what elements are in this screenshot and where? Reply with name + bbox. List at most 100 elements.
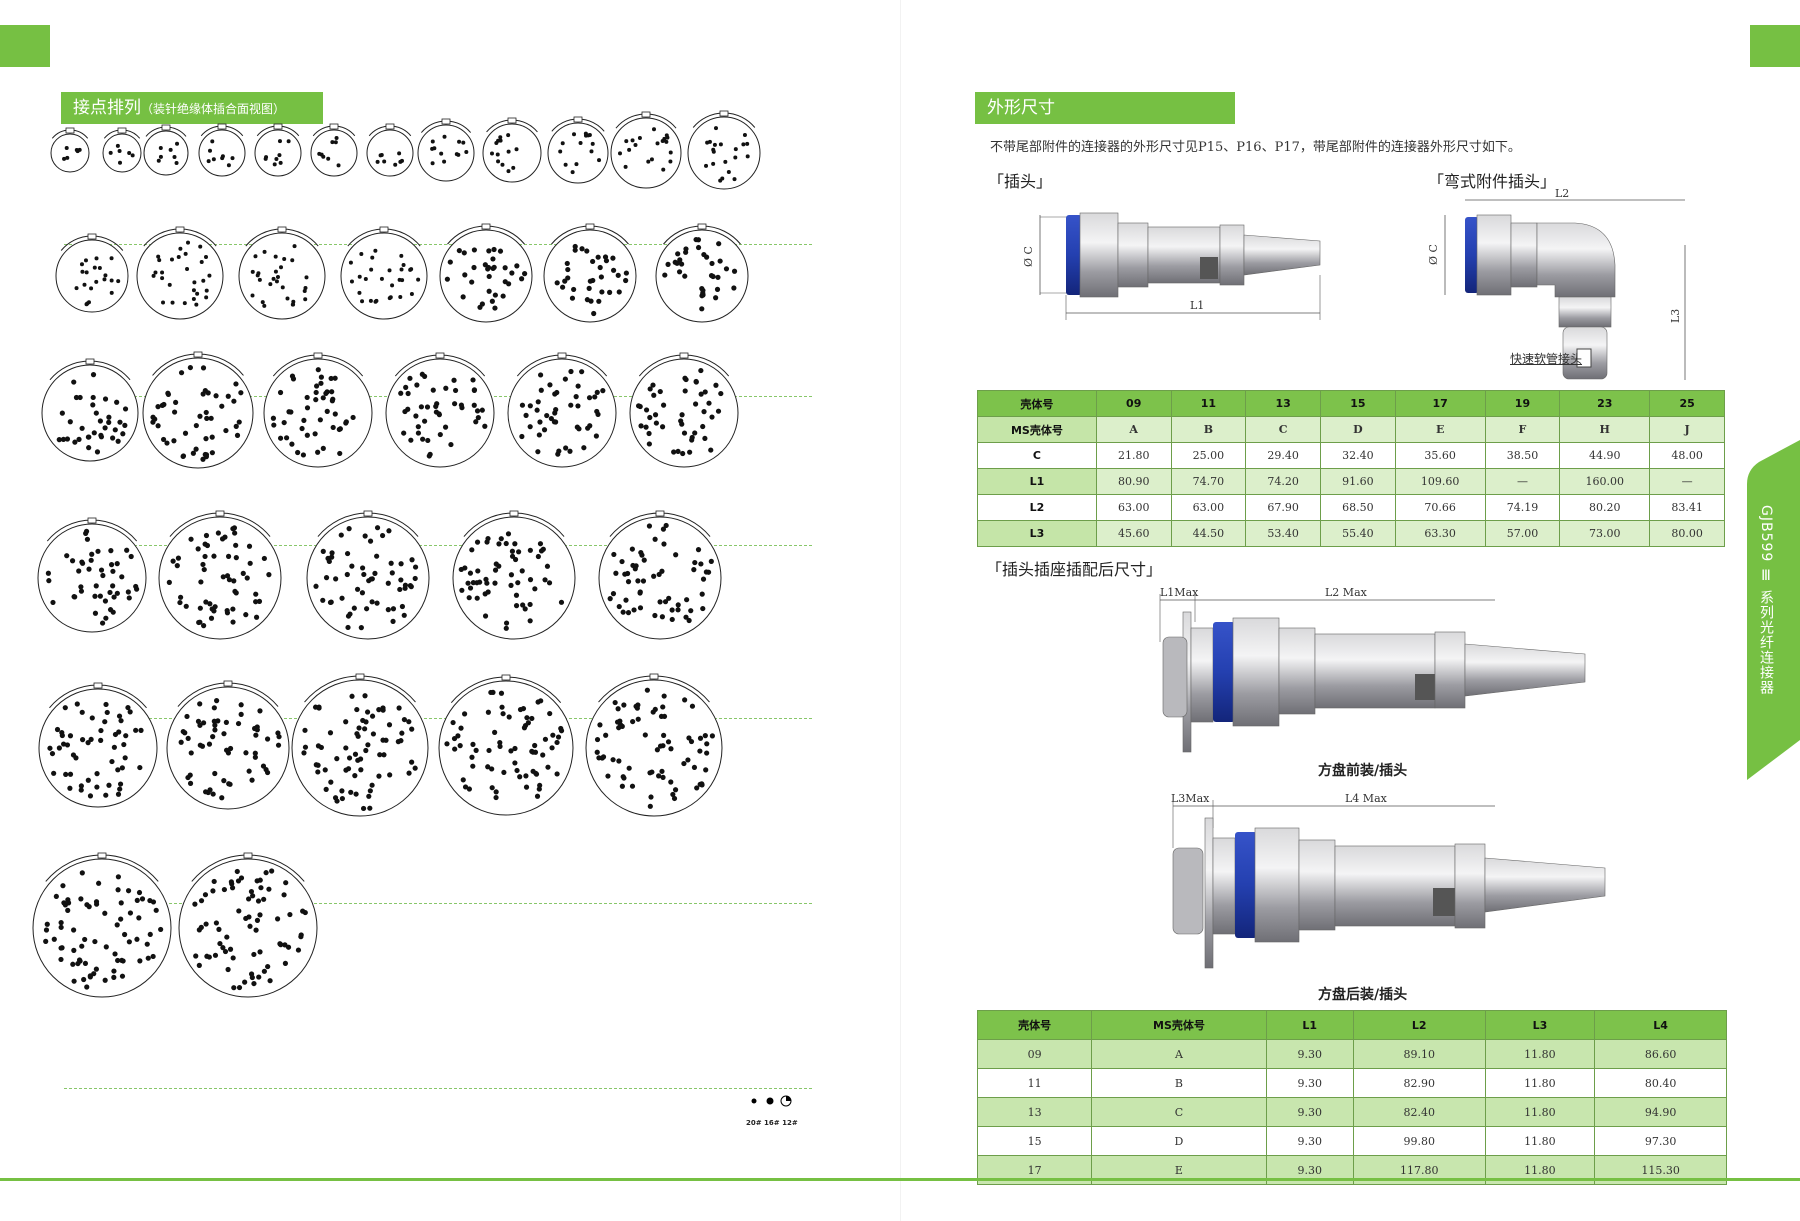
connector-insert-diagram <box>686 109 761 211</box>
connector-insert-diagram <box>165 679 290 831</box>
row-divider <box>64 718 812 719</box>
straight-plug-dia-label: Ø C <box>1022 246 1035 267</box>
connector-face-icon <box>198 123 246 177</box>
table1-cell: 29.40 <box>1245 442 1321 469</box>
table1-cell: J <box>1649 416 1725 443</box>
table1-header-cell: 25 <box>1649 390 1725 417</box>
contact-size-legend: 20# 16# 12# <box>746 1095 798 1127</box>
table1-cell: 70.66 <box>1394 494 1486 521</box>
table1-cell: 55.40 <box>1320 520 1396 547</box>
table2-header-row: 壳体号 MS壳体号 L1 L2 L3 L4 <box>976 1010 1727 1040</box>
table1-cell: 83.41 <box>1649 494 1725 521</box>
connector-insert-diagram <box>339 225 428 341</box>
table1-cell: — <box>1484 468 1561 495</box>
table1-header-cell: 11 <box>1170 390 1247 417</box>
connector-insert-diagram <box>101 126 142 194</box>
connector-face-icon <box>136 226 224 320</box>
table1-header-cell: 17 <box>1394 390 1486 417</box>
connector-insert-diagram <box>253 122 302 198</box>
corner-block-right <box>1750 25 1800 67</box>
table1-cell: 80.00 <box>1649 520 1725 547</box>
table1-cell: 25.00 <box>1170 442 1247 469</box>
table1-cell: 63.00 <box>1170 494 1247 521</box>
connector-face-icon <box>687 110 761 190</box>
table2-cell: 82.90 <box>1352 1068 1486 1098</box>
table1-row: MS壳体号 A B C D E F H J <box>977 416 1725 443</box>
table1-cell: — <box>1649 468 1725 495</box>
connector-insert-diagram <box>654 222 749 344</box>
table1-header-cell: 13 <box>1245 390 1321 417</box>
connector-insert-diagram <box>37 681 158 829</box>
table1-cell: 21.80 <box>1095 442 1172 469</box>
rear-mount-drawing: L3Max L4 Max <box>1171 792 1606 969</box>
contact-arrangement-title-text: 接点排列 <box>73 98 141 118</box>
table2-cell: 99.80 <box>1352 1126 1486 1156</box>
connector-face-icon <box>32 852 172 998</box>
table2-cell: 9.30 <box>1265 1068 1354 1098</box>
table2-cell: 11.80 <box>1484 1097 1596 1127</box>
straight-plug-drawing: Ø C L1 <box>1022 212 1321 320</box>
connector-face-icon <box>263 352 373 468</box>
connector-insert-diagram <box>197 122 246 198</box>
connector-face-icon <box>543 223 637 323</box>
table1-cell: 91.60 <box>1320 468 1396 495</box>
table2-cell: 9.30 <box>1265 1097 1354 1127</box>
table2-cell: 15 <box>976 1126 1093 1156</box>
contact-legend-icons <box>751 1095 792 1107</box>
table1-cell: 67.90 <box>1245 494 1321 521</box>
table1-cell: H <box>1559 416 1651 443</box>
connector-face-icon <box>547 116 609 184</box>
table1-cell: 68.50 <box>1320 494 1396 521</box>
connector-insert-diagram <box>546 115 609 205</box>
corner-block-left <box>0 25 50 67</box>
plug-heading: 「插头」 <box>988 172 1053 191</box>
row-divider <box>64 903 812 904</box>
mating-heading: 「插头插座插配后尺寸」 <box>986 560 1163 579</box>
blue-coupling-ring <box>1066 215 1082 295</box>
table2-header-cell: L2 <box>1352 1010 1486 1040</box>
outline-dimension-table: 壳体号 09 11 13 15 17 19 23 25 MS壳体号 A B C … <box>977 390 1725 547</box>
table2-cell: 13 <box>976 1097 1093 1127</box>
elbow-heading: 「弯式附件插头」 <box>1428 172 1557 191</box>
connector-face-icon <box>366 123 414 177</box>
connector-face-icon <box>310 123 358 177</box>
outline-dimension-title-text: 外形尺寸 <box>987 98 1055 118</box>
connector-insert-diagram <box>584 672 723 838</box>
connector-face-icon <box>585 673 723 817</box>
connector-face-icon <box>417 118 475 182</box>
table2-row: 09 A 9.30 89.10 11.80 86.60 <box>976 1039 1727 1069</box>
series-side-tab-text: GJB599 Ⅲ 系列光纤连接器 <box>1758 505 1774 696</box>
connector-face-icon <box>482 117 542 183</box>
table1-row-head: L1 <box>977 468 1097 495</box>
table1-cell: 57.00 <box>1484 520 1561 547</box>
table1-row-head: MS壳体号 <box>977 416 1097 443</box>
connector-insert-diagram <box>40 357 139 483</box>
table2-cell: 80.40 <box>1594 1068 1727 1098</box>
table1-cell: 74.70 <box>1170 468 1247 495</box>
front-l1max-label: L1Max <box>1160 586 1199 599</box>
connector-insert-diagram <box>262 351 373 489</box>
connector-insert-diagram <box>628 351 739 489</box>
table1-cell: C <box>1245 416 1321 443</box>
table1-header-cell: 19 <box>1484 390 1561 417</box>
table1-row: C 21.80 25.00 29.40 32.40 35.60 38.50 44… <box>977 442 1725 469</box>
connector-face-icon <box>438 674 574 816</box>
table1-cell: 74.19 <box>1484 494 1561 521</box>
table2-header-cell: 壳体号 <box>976 1010 1093 1040</box>
table2-cell: 9.30 <box>1265 1126 1354 1156</box>
connector-insert-diagram <box>31 851 172 1019</box>
connector-face-icon <box>655 223 749 323</box>
connector-face-icon <box>306 510 430 640</box>
intro-text: 不带尾部附件的连接器的外形尺寸见P15、P16、P17，带尾部附件的连接器外形尺… <box>990 140 1521 155</box>
contact-arrangement-subtitle: （装针绝缘体插合面视图） <box>141 102 286 116</box>
table1-row: L2 63.00 63.00 67.90 68.50 70.66 74.19 8… <box>977 494 1725 521</box>
connector-insert-diagram <box>36 516 147 654</box>
front-l2max-label: L2 Max <box>1325 586 1368 599</box>
table2-cell: C <box>1091 1097 1267 1127</box>
table1-cell: 80.90 <box>1095 468 1172 495</box>
table1-cell: 48.00 <box>1649 442 1725 469</box>
contact-legend-label: 20# 16# 12# <box>746 1119 798 1127</box>
table1-cell: F <box>1484 416 1561 443</box>
table2-cell: 94.90 <box>1594 1097 1727 1127</box>
rear-mount-caption: 方盘后装/插头 <box>1318 987 1408 1003</box>
